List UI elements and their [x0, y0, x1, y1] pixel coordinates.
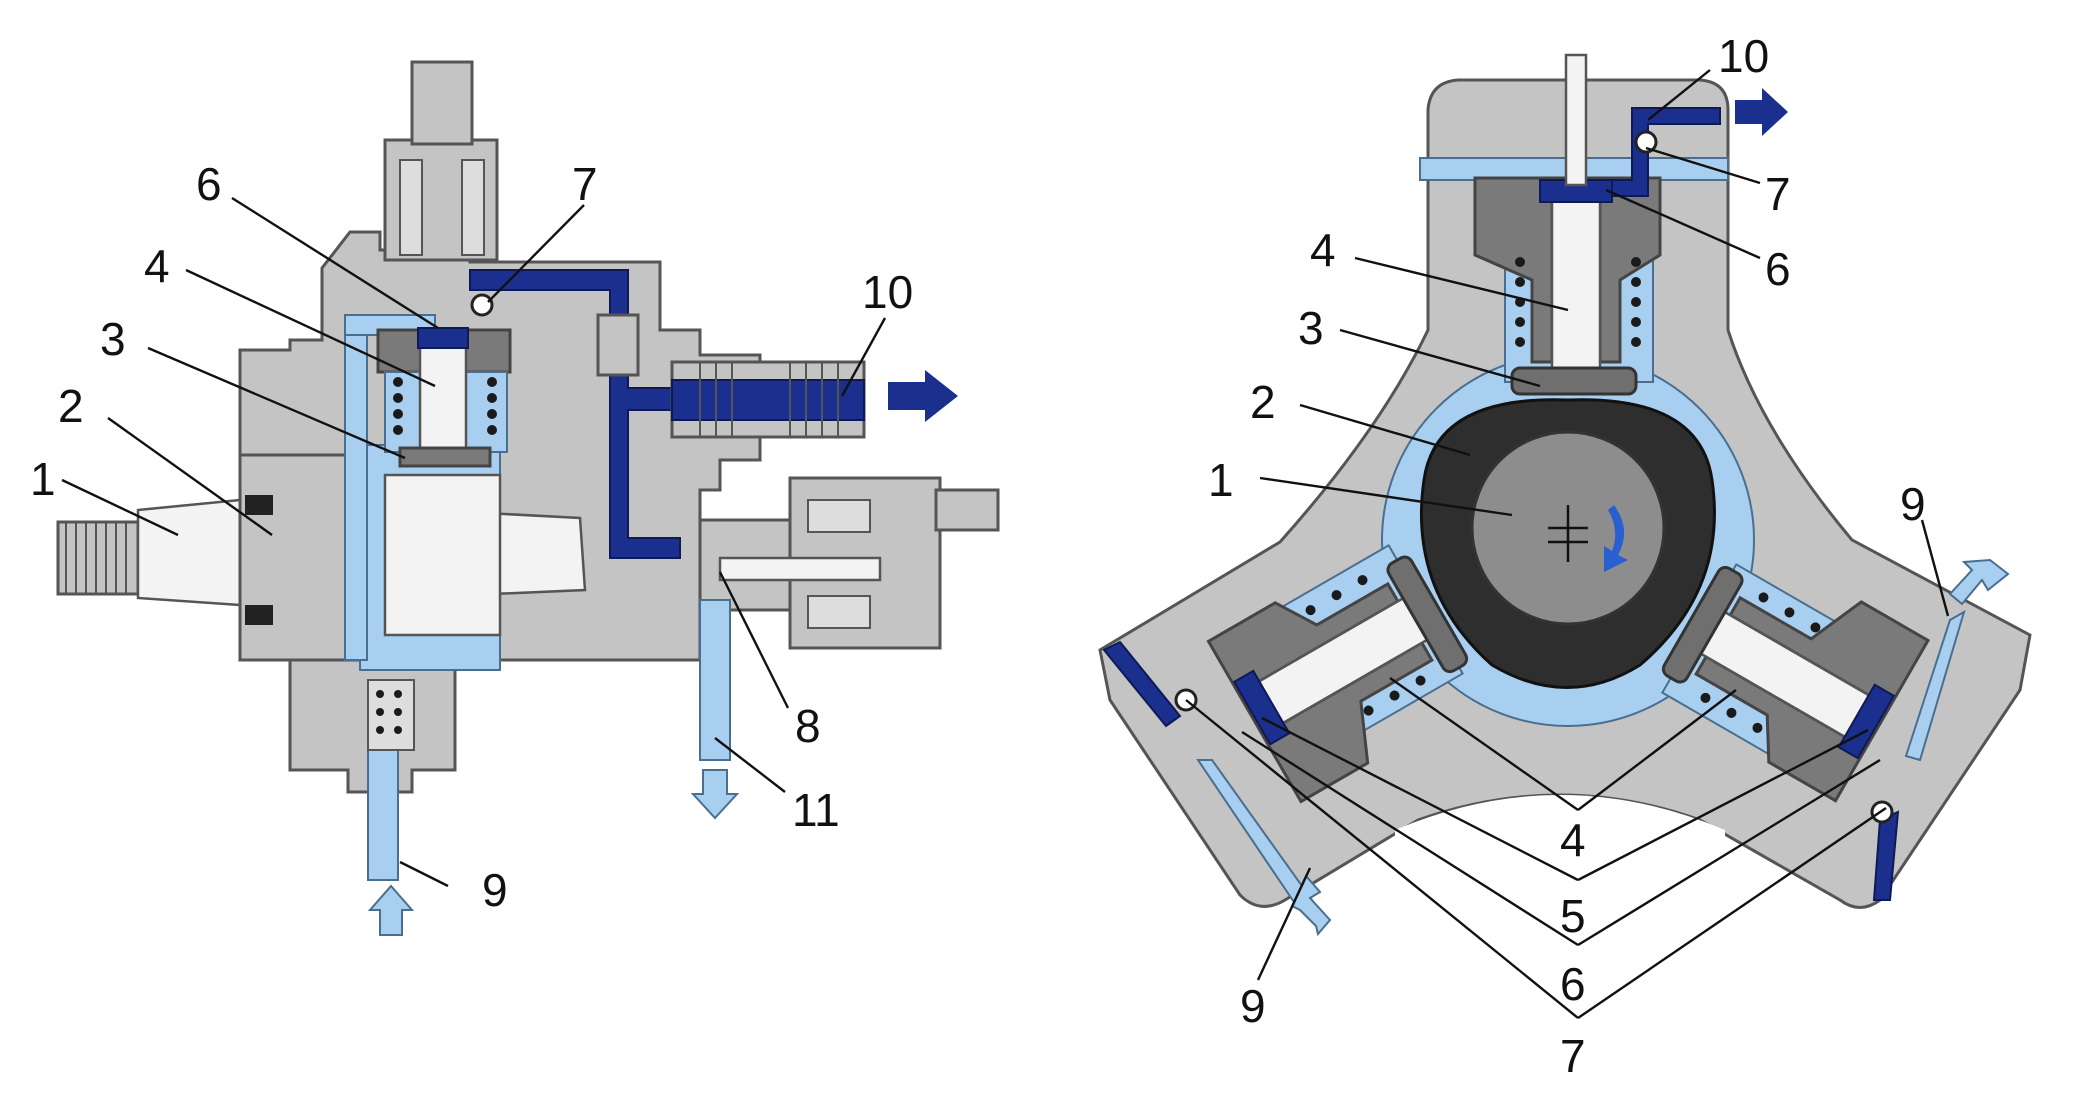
- left-control-valve-coils: [807, 499, 871, 629]
- right-callouts: 1 2 3 4 6 7 10 9 9 4 5 6 7: [1208, 30, 1926, 1082]
- right-callout-7-shared: 7: [1560, 1030, 1586, 1082]
- left-solenoid-cap: [410, 60, 474, 146]
- left-return-channel: [699, 599, 731, 761]
- right-top-rod: [1564, 53, 1588, 187]
- right-rotation-arrow: [1604, 505, 1628, 572]
- left-view: 1 2 3 4 6 7 8 9 10 11: [30, 60, 1000, 936]
- left-inlet-spring-block: [367, 679, 415, 751]
- left-inlet-arrow: [367, 884, 415, 936]
- left-callout-10: 10: [862, 266, 913, 318]
- left-seal-bottom: [245, 605, 273, 625]
- left-callout-11: 11: [792, 784, 840, 836]
- left-callout-6: 6: [196, 158, 222, 210]
- left-callout-9: 9: [482, 864, 508, 916]
- left-control-valve-cap: [934, 488, 1000, 532]
- left-return-arrow: [690, 769, 740, 820]
- left-tappet: [398, 446, 492, 468]
- left-callout-7: 7: [572, 158, 598, 210]
- left-callouts: 1 2 3 4 6 7 8 9 10 11: [30, 158, 913, 916]
- right-shaft-center-mark: [1548, 505, 1588, 562]
- right-callout-9-right: 9: [1900, 478, 1926, 530]
- left-callout-3: 3: [100, 313, 126, 365]
- right-top-spring: [1515, 257, 1641, 347]
- right-callout-1: 1: [1208, 454, 1234, 506]
- right-callout-4-shared: 4: [1560, 814, 1586, 866]
- right-callout-5-shared: 5: [1560, 890, 1586, 942]
- left-lp-channel-vertical: [344, 319, 368, 661]
- left-plunger-spring: [393, 377, 497, 435]
- left-union-block: [596, 313, 640, 377]
- right-callout-7: 7: [1765, 168, 1791, 220]
- right-right-element: [1660, 563, 1931, 803]
- left-outlet-bore: [671, 379, 865, 421]
- right-callout-2: 2: [1250, 376, 1276, 428]
- right-callout-4: 4: [1310, 224, 1336, 276]
- right-top-outlet-ball: [1634, 130, 1658, 154]
- left-callout-1: 1: [30, 453, 56, 505]
- right-top-hp-line: [1611, 107, 1721, 197]
- left-seal-top: [245, 495, 273, 515]
- right-leaders: [1185, 69, 1950, 1019]
- right-right-lp-channel: [1904, 609, 1966, 762]
- left-callout-4: 4: [144, 240, 170, 292]
- right-callout-10: 10: [1718, 30, 1769, 82]
- left-callout-2: 2: [58, 380, 84, 432]
- right-view: 1 2 3 4 6 7 10 9 9 4 5 6 7: [1098, 30, 2032, 1082]
- left-inlet-valve: [417, 327, 469, 349]
- left-outlet-valve-ball: [470, 293, 494, 317]
- right-callout-9-left: 9: [1240, 980, 1266, 1032]
- right-top-shoe: [1510, 366, 1638, 396]
- left-hp-outlet-arrow: [888, 370, 958, 422]
- right-top-plunger: [1550, 198, 1602, 374]
- right-right-inlet-arrow: [1948, 558, 2010, 606]
- left-control-valve-needle: [718, 556, 882, 582]
- left-cam-ring: [383, 473, 502, 637]
- right-top-hp-arrow: [1735, 88, 1788, 136]
- left-leaders: [61, 196, 887, 888]
- right-callout-6: 6: [1765, 243, 1791, 295]
- left-solenoid-coils: [399, 159, 485, 256]
- right-callout-3: 3: [1298, 302, 1324, 354]
- right-callout-6-shared: 6: [1560, 958, 1586, 1010]
- left-plunger: [418, 338, 468, 452]
- left-callout-8: 8: [795, 700, 821, 752]
- right-left-hp-outlet: [1102, 640, 1182, 728]
